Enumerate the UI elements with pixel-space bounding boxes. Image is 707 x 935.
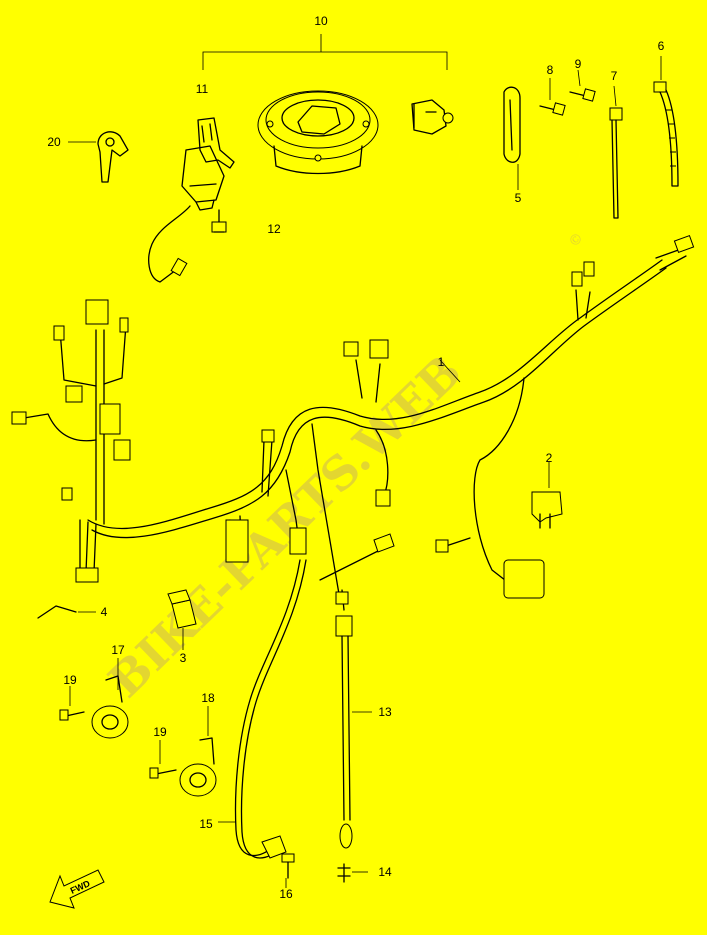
- callout-3: 3: [180, 651, 187, 665]
- screw-12: [211, 209, 227, 233]
- key-20: [68, 131, 129, 183]
- callout-13: 13: [378, 705, 392, 719]
- callout-5: 5: [515, 191, 522, 205]
- horn-17: [91, 658, 129, 739]
- callout-14: 14: [378, 865, 392, 879]
- callout-9: 9: [575, 57, 582, 71]
- callout-16: 16: [279, 887, 293, 901]
- clip-4: [37, 605, 96, 619]
- relay-3: [167, 589, 197, 650]
- bolt-19b: [149, 740, 177, 779]
- cable-13: [319, 533, 395, 849]
- callout-8: 8: [547, 63, 554, 77]
- lock-cylinder: [411, 99, 454, 135]
- horn-18: [179, 706, 217, 797]
- bolt-8: [539, 78, 566, 116]
- callout-2: 2: [546, 451, 553, 465]
- callout-18: 18: [201, 691, 215, 705]
- callout-1: 1: [438, 355, 445, 369]
- sub-harness-15: [218, 559, 307, 859]
- watermark-text: BIKE-PARTS.WEB: [98, 345, 472, 708]
- fuel-cap-lock: [257, 90, 379, 175]
- callout-19a: 19: [63, 673, 77, 687]
- callout-labels: 1 2 3 4 5 6 7 8 9 10 11 12 13 14 15 16 1…: [47, 14, 664, 901]
- bracket-10: [202, 34, 448, 70]
- terminal-14: [337, 863, 368, 883]
- cable-tie-7: [609, 85, 623, 219]
- main-wiring-harness: [11, 234, 695, 601]
- callout-4: 4: [101, 605, 108, 619]
- callout-19b: 19: [153, 725, 167, 739]
- ignition-switch: [148, 117, 235, 283]
- fwd-arrow: FWD: [49, 869, 105, 909]
- callout-20: 20: [47, 135, 61, 149]
- callout-6: 6: [658, 39, 665, 53]
- clamp-5: [503, 86, 521, 190]
- bolt-19a: [59, 686, 85, 721]
- bolt-9: [569, 69, 596, 102]
- callout-15: 15: [199, 817, 213, 831]
- watermark-copyright: ©: [566, 230, 587, 251]
- callout-10: 10: [314, 14, 328, 28]
- callout-12: 12: [267, 222, 281, 236]
- screw-16: [281, 853, 295, 888]
- fuse-2: [531, 462, 563, 529]
- band-6: [653, 56, 679, 187]
- callout-11: 11: [196, 82, 209, 96]
- callout-17: 17: [111, 643, 125, 657]
- callout-7: 7: [611, 69, 618, 83]
